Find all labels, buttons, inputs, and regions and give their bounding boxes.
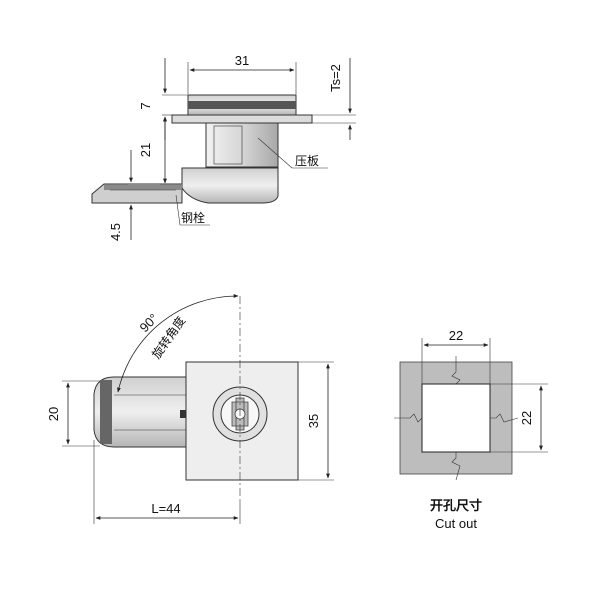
cutout-view: 22 22 开孔尺寸 Cut out xyxy=(394,328,548,531)
cutout-hole xyxy=(421,383,491,453)
cutout-title-en: Cut out xyxy=(435,516,477,531)
lock-head-dark-band xyxy=(188,101,296,109)
dim-ts-2: Ts=2 xyxy=(328,64,343,92)
cam-bar xyxy=(93,376,187,448)
cam-bar-pin xyxy=(180,410,186,418)
cam-base xyxy=(181,167,279,204)
cutout-title-cn: 开孔尺寸 xyxy=(430,498,482,514)
dim-cam-20: 20 xyxy=(46,407,61,421)
dim-head-7: 7 xyxy=(138,102,153,109)
panel-flange xyxy=(171,114,313,124)
dim-length-44: L=44 xyxy=(151,501,180,516)
steel-bolt-top-face xyxy=(104,184,182,190)
dim-body-21: 21 xyxy=(138,143,153,157)
side-view: 31 7 21 4.5 Ts=2 压板 钢栓 xyxy=(91,53,356,241)
dim-height-35: 35 xyxy=(306,414,321,428)
top-view: 90° 旋转角度 35 20 L=44 xyxy=(46,294,334,524)
label-steel-bolt: 钢栓 xyxy=(181,210,205,225)
cutout-dim-width: 22 xyxy=(449,328,463,343)
lock-body-inner xyxy=(213,125,243,165)
cutout-dim-height: 22 xyxy=(519,411,534,425)
dim-width-31: 31 xyxy=(235,53,249,68)
label-pressure-plate: 压板 xyxy=(295,154,319,168)
angle-value: 90° xyxy=(137,311,162,336)
dim-cam-4.5: 4.5 xyxy=(108,223,123,241)
cam-bar-dark-edge xyxy=(100,380,112,444)
